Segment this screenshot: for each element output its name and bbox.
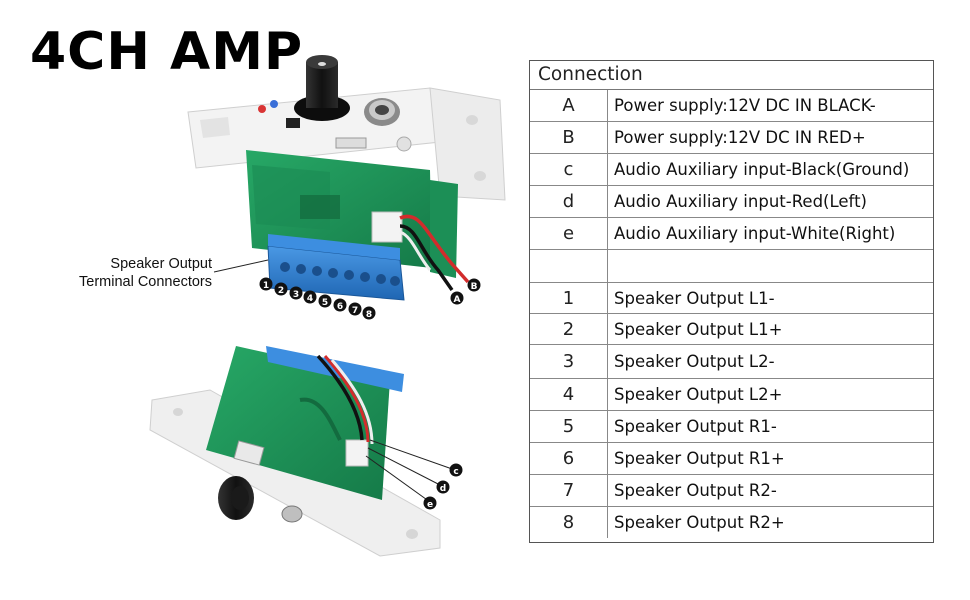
connection-row: B Power supply:12V DC IN RED+ [530, 122, 933, 154]
terminal-number: 1 [263, 281, 269, 291]
wire-marker-label: c [453, 467, 458, 477]
connection-description: Audio Auxiliary input-Black(Ground) [614, 160, 910, 179]
bottom-amp-module [149, 346, 456, 557]
connection-key: d [530, 186, 608, 217]
connection-description: Audio Auxiliary input-Red(Left) [614, 192, 867, 211]
terminal-badge: 3 [289, 286, 303, 300]
connection-row: 4 Speaker Output L2+ [530, 379, 933, 411]
wire-marker: A [450, 291, 464, 305]
connection-row: 6 Speaker Output R1+ [530, 443, 933, 475]
connection-key: A [530, 90, 608, 121]
connection-description: Audio Auxiliary input-White(Right) [614, 224, 896, 243]
product-photo: 1 2 3 4 5 6 7 8 B A [149, 55, 506, 557]
connection-row: 1 Speaker Output L1- [530, 283, 933, 314]
connection-row [530, 250, 933, 283]
bottom-jack-icon [281, 505, 303, 523]
connection-key: 1 [530, 283, 608, 313]
volume-knob-icon [294, 55, 350, 121]
wire-markers-top: B A [450, 278, 481, 305]
connection-table-body: A Power supply:12V DC IN BLACK- B Power sup… [530, 90, 933, 538]
connection-description: Speaker Output R1- [614, 417, 777, 436]
connection-key [530, 250, 608, 282]
wire-markers-bottom: c d e [423, 463, 463, 510]
connection-description: Speaker Output L1+ [614, 319, 783, 339]
connection-key: 2 [530, 314, 608, 344]
terminal-badge: 7 [348, 302, 362, 316]
connection-row: 2 Speaker Output L1+ [530, 314, 933, 345]
blue-led-icon [270, 100, 278, 108]
usb-port-icon [335, 137, 367, 149]
connection-key: c [530, 154, 608, 185]
product-title: 4CH AMP [30, 22, 304, 82]
terminal-number-badges: 1 2 3 4 5 6 7 8 [259, 277, 376, 320]
connection-table-header: Connection [530, 61, 933, 90]
wire-marker: e [423, 496, 437, 510]
connection-description: Speaker Output R2- [614, 481, 777, 500]
connection-table: Connection A Power supply:12V DC IN BLACK… [529, 60, 934, 543]
wire-marker-label: B [471, 282, 478, 292]
connection-row: 7 Speaker Output R2- [530, 475, 933, 507]
callout-line-2: Terminal Connectors [79, 274, 212, 290]
wire-marker-label: d [440, 484, 446, 494]
connection-description: Power supply:12V DC IN BLACK- [614, 96, 876, 115]
connection-row: 8 Speaker Output R2+ [530, 507, 933, 538]
terminal-number: 8 [366, 310, 372, 320]
wire-marker-label: A [454, 295, 461, 305]
connection-row: d Audio Auxiliary input-Red(Left) [530, 186, 933, 218]
terminal-number: 4 [307, 294, 313, 304]
red-led-icon [258, 105, 266, 113]
terminal-number: 7 [352, 306, 358, 316]
connection-description: Speaker Output R2+ [614, 513, 785, 532]
speaker-output-callout: Speaker Output Terminal Connectors [62, 255, 212, 291]
connection-key: e [530, 218, 608, 249]
connection-key: B [530, 122, 608, 153]
connection-key: 5 [530, 411, 608, 442]
audio-jack-icon [364, 98, 400, 126]
connection-description: Power supply:12V DC IN RED+ [614, 128, 866, 147]
connection-description [608, 250, 933, 282]
connection-row: c Audio Auxiliary input-Black(Ground) [530, 154, 933, 186]
terminal-number: 6 [337, 302, 343, 312]
connection-key: 7 [530, 475, 608, 506]
terminal-badge: 4 [303, 290, 317, 304]
terminal-badge: 6 [333, 298, 347, 312]
power-switch-icon [286, 118, 300, 128]
connection-description: Speaker Output R1+ [614, 449, 785, 468]
connection-row: A Power supply:12V DC IN BLACK- [530, 90, 933, 122]
connection-key: 6 [530, 443, 608, 474]
connection-row: 5 Speaker Output R1- [530, 411, 933, 443]
wire-marker: d [436, 480, 450, 494]
connection-description: Speaker Output L2- [614, 352, 775, 371]
terminal-badge: 1 [259, 277, 273, 291]
terminal-number: 3 [293, 290, 299, 300]
connection-description: Speaker Output L2+ [614, 385, 783, 404]
speaker-terminal-strip [267, 234, 405, 301]
connection-key: 3 [530, 345, 608, 378]
bottom-knob-icon [218, 476, 254, 520]
connection-key: 8 [530, 507, 608, 538]
wire-marker: B [467, 278, 481, 292]
terminal-number: 2 [278, 286, 284, 296]
wire-marker-label: e [427, 500, 433, 510]
connection-key: 4 [530, 379, 608, 410]
terminal-number: 5 [322, 298, 328, 308]
top-amp-module [187, 55, 506, 301]
terminal-badge: 5 [318, 294, 332, 308]
callout-line-1: Speaker Output [110, 256, 212, 272]
connection-row: e Audio Auxiliary input-White(Right) [530, 218, 933, 250]
connection-description: Speaker Output L1- [614, 288, 775, 308]
connection-row: 3 Speaker Output L2- [530, 345, 933, 379]
terminal-badge: 2 [274, 282, 288, 296]
wire-marker: c [449, 463, 463, 477]
terminal-badge: 8 [362, 306, 376, 320]
